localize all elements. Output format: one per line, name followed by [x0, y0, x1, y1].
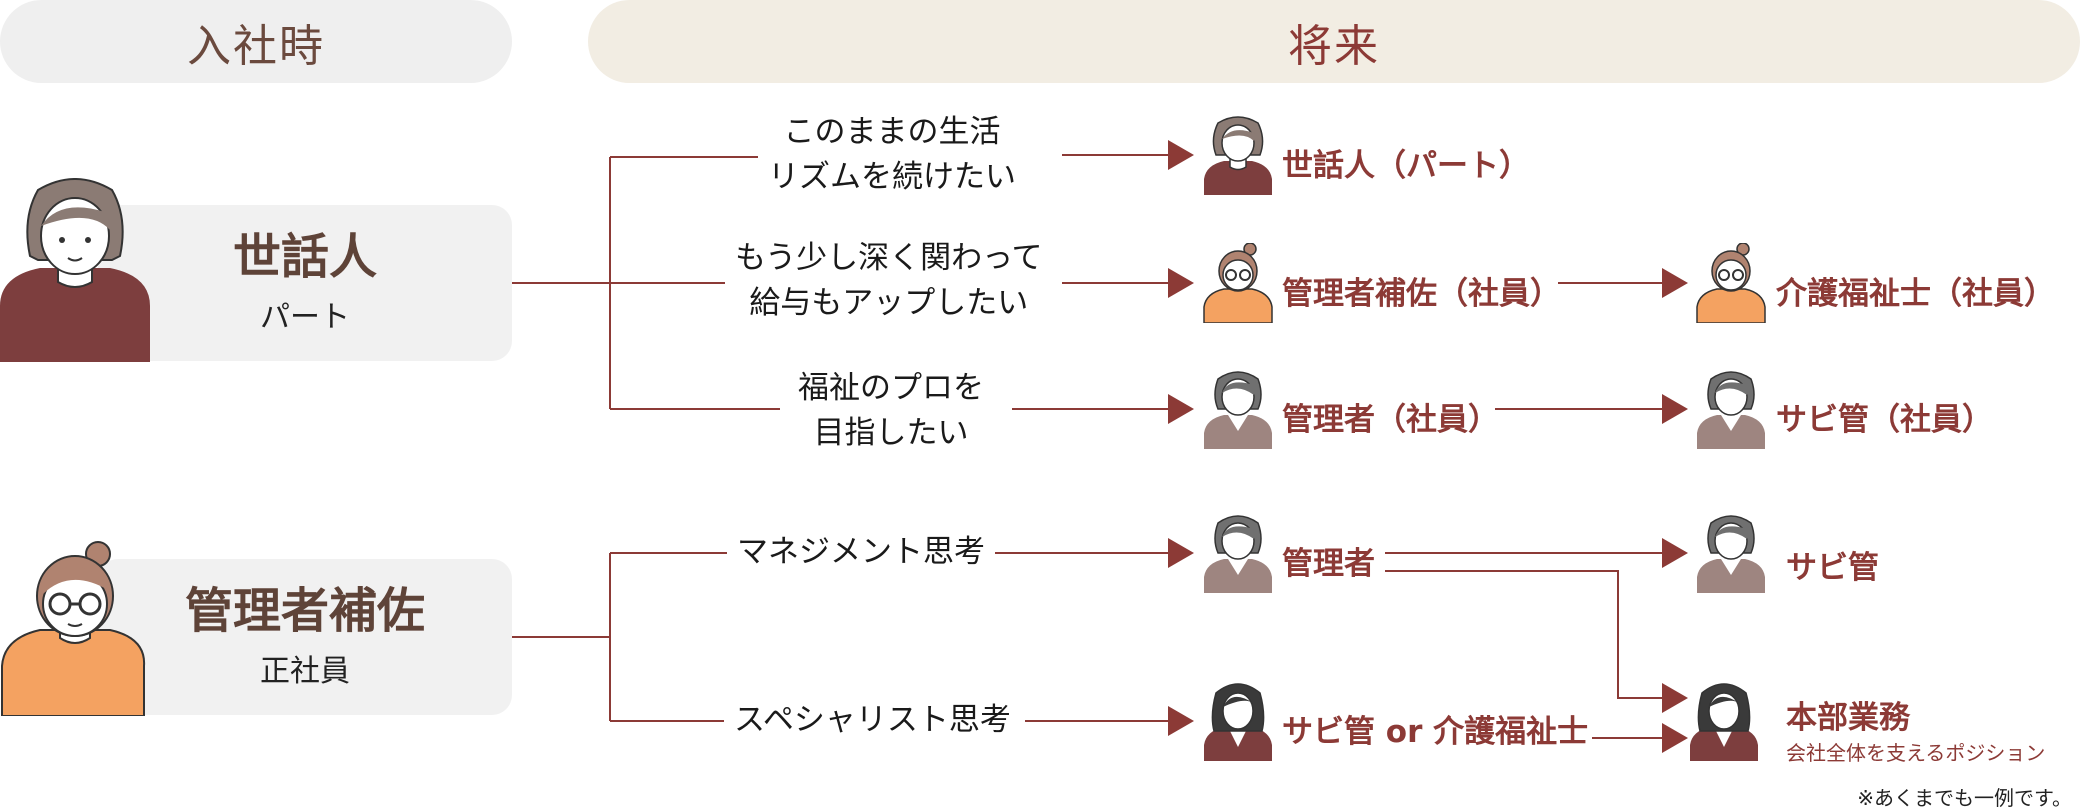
condition-keep-lifestyle: このままの生活 リズムを続けたい: [758, 110, 1026, 200]
manager-assistant-avatar-icon: [1, 541, 146, 716]
manager-assistant-staff-icon: [1203, 243, 1273, 323]
condition-line: このままの生活: [783, 114, 1001, 150]
specialist-icon: [1204, 683, 1272, 761]
condition-line: リズムを続けたい: [768, 158, 1016, 195]
destination-manager-staff: 管理者（社員）: [1282, 402, 1499, 438]
condition-line: 目指したい: [813, 414, 969, 451]
role-title: 世話人: [232, 229, 377, 286]
manager-staff-icon: [1204, 371, 1272, 449]
condition-line: 給与もアップしたい: [749, 284, 1029, 321]
role-title: 管理者補佐: [184, 583, 425, 640]
role-card-caretaker: 世話人 パート: [98, 205, 512, 361]
service-manager-icon: [1697, 515, 1765, 593]
service-manager-staff-icon: [1697, 371, 1765, 449]
condition-specialist-mindset: スペシャリスト思考: [724, 698, 1021, 743]
role-employment-type: 正社員: [260, 653, 350, 689]
destination-service-manager-staff: サビ管（社員）: [1776, 402, 1993, 438]
condition-line: もう少し深く関わって: [735, 240, 1043, 276]
headquarters-staff-icon: [1690, 683, 1758, 761]
header-future: 将来: [588, 0, 2080, 83]
condition-line: 福祉のプロを: [798, 370, 984, 406]
destination-manager-assistant-staff: 管理者補佐（社員）: [1282, 276, 1561, 312]
destination-manager: 管理者: [1282, 546, 1375, 582]
destination-caretaker-part-time: 世話人（パート）: [1282, 148, 1530, 184]
condition-deeper-involvement: もう少し深く関わって 給与もアップしたい: [725, 236, 1053, 326]
role-card-manager-assistant: 管理者補佐 正社員: [98, 559, 512, 715]
condition-management-mindset: マネジメント思考: [727, 530, 995, 575]
header-join-time: 入社時: [0, 0, 512, 83]
caretaker-part-time-icon: [1204, 116, 1272, 195]
footnote-example-disclaimer: ※あくまでも一例です。: [1857, 786, 2072, 810]
destination-service-manager: サビ管: [1786, 550, 1879, 586]
care-worker-staff-icon: [1696, 243, 1766, 323]
destination-headquarters: 本部業務: [1786, 700, 1910, 736]
destination-headquarters-description: 会社全体を支えるポジション: [1786, 741, 2046, 765]
role-employment-type: パート: [260, 299, 350, 335]
condition-welfare-pro: 福祉のプロを 目指したい: [788, 366, 994, 456]
destination-care-worker-staff: 介護福祉士（社員）: [1776, 276, 2055, 312]
manager-icon: [1204, 515, 1272, 593]
caretaker-avatar-icon: [0, 178, 150, 362]
destination-service-manager-or-care-worker: サビ管 or 介護福祉士: [1282, 714, 1589, 750]
